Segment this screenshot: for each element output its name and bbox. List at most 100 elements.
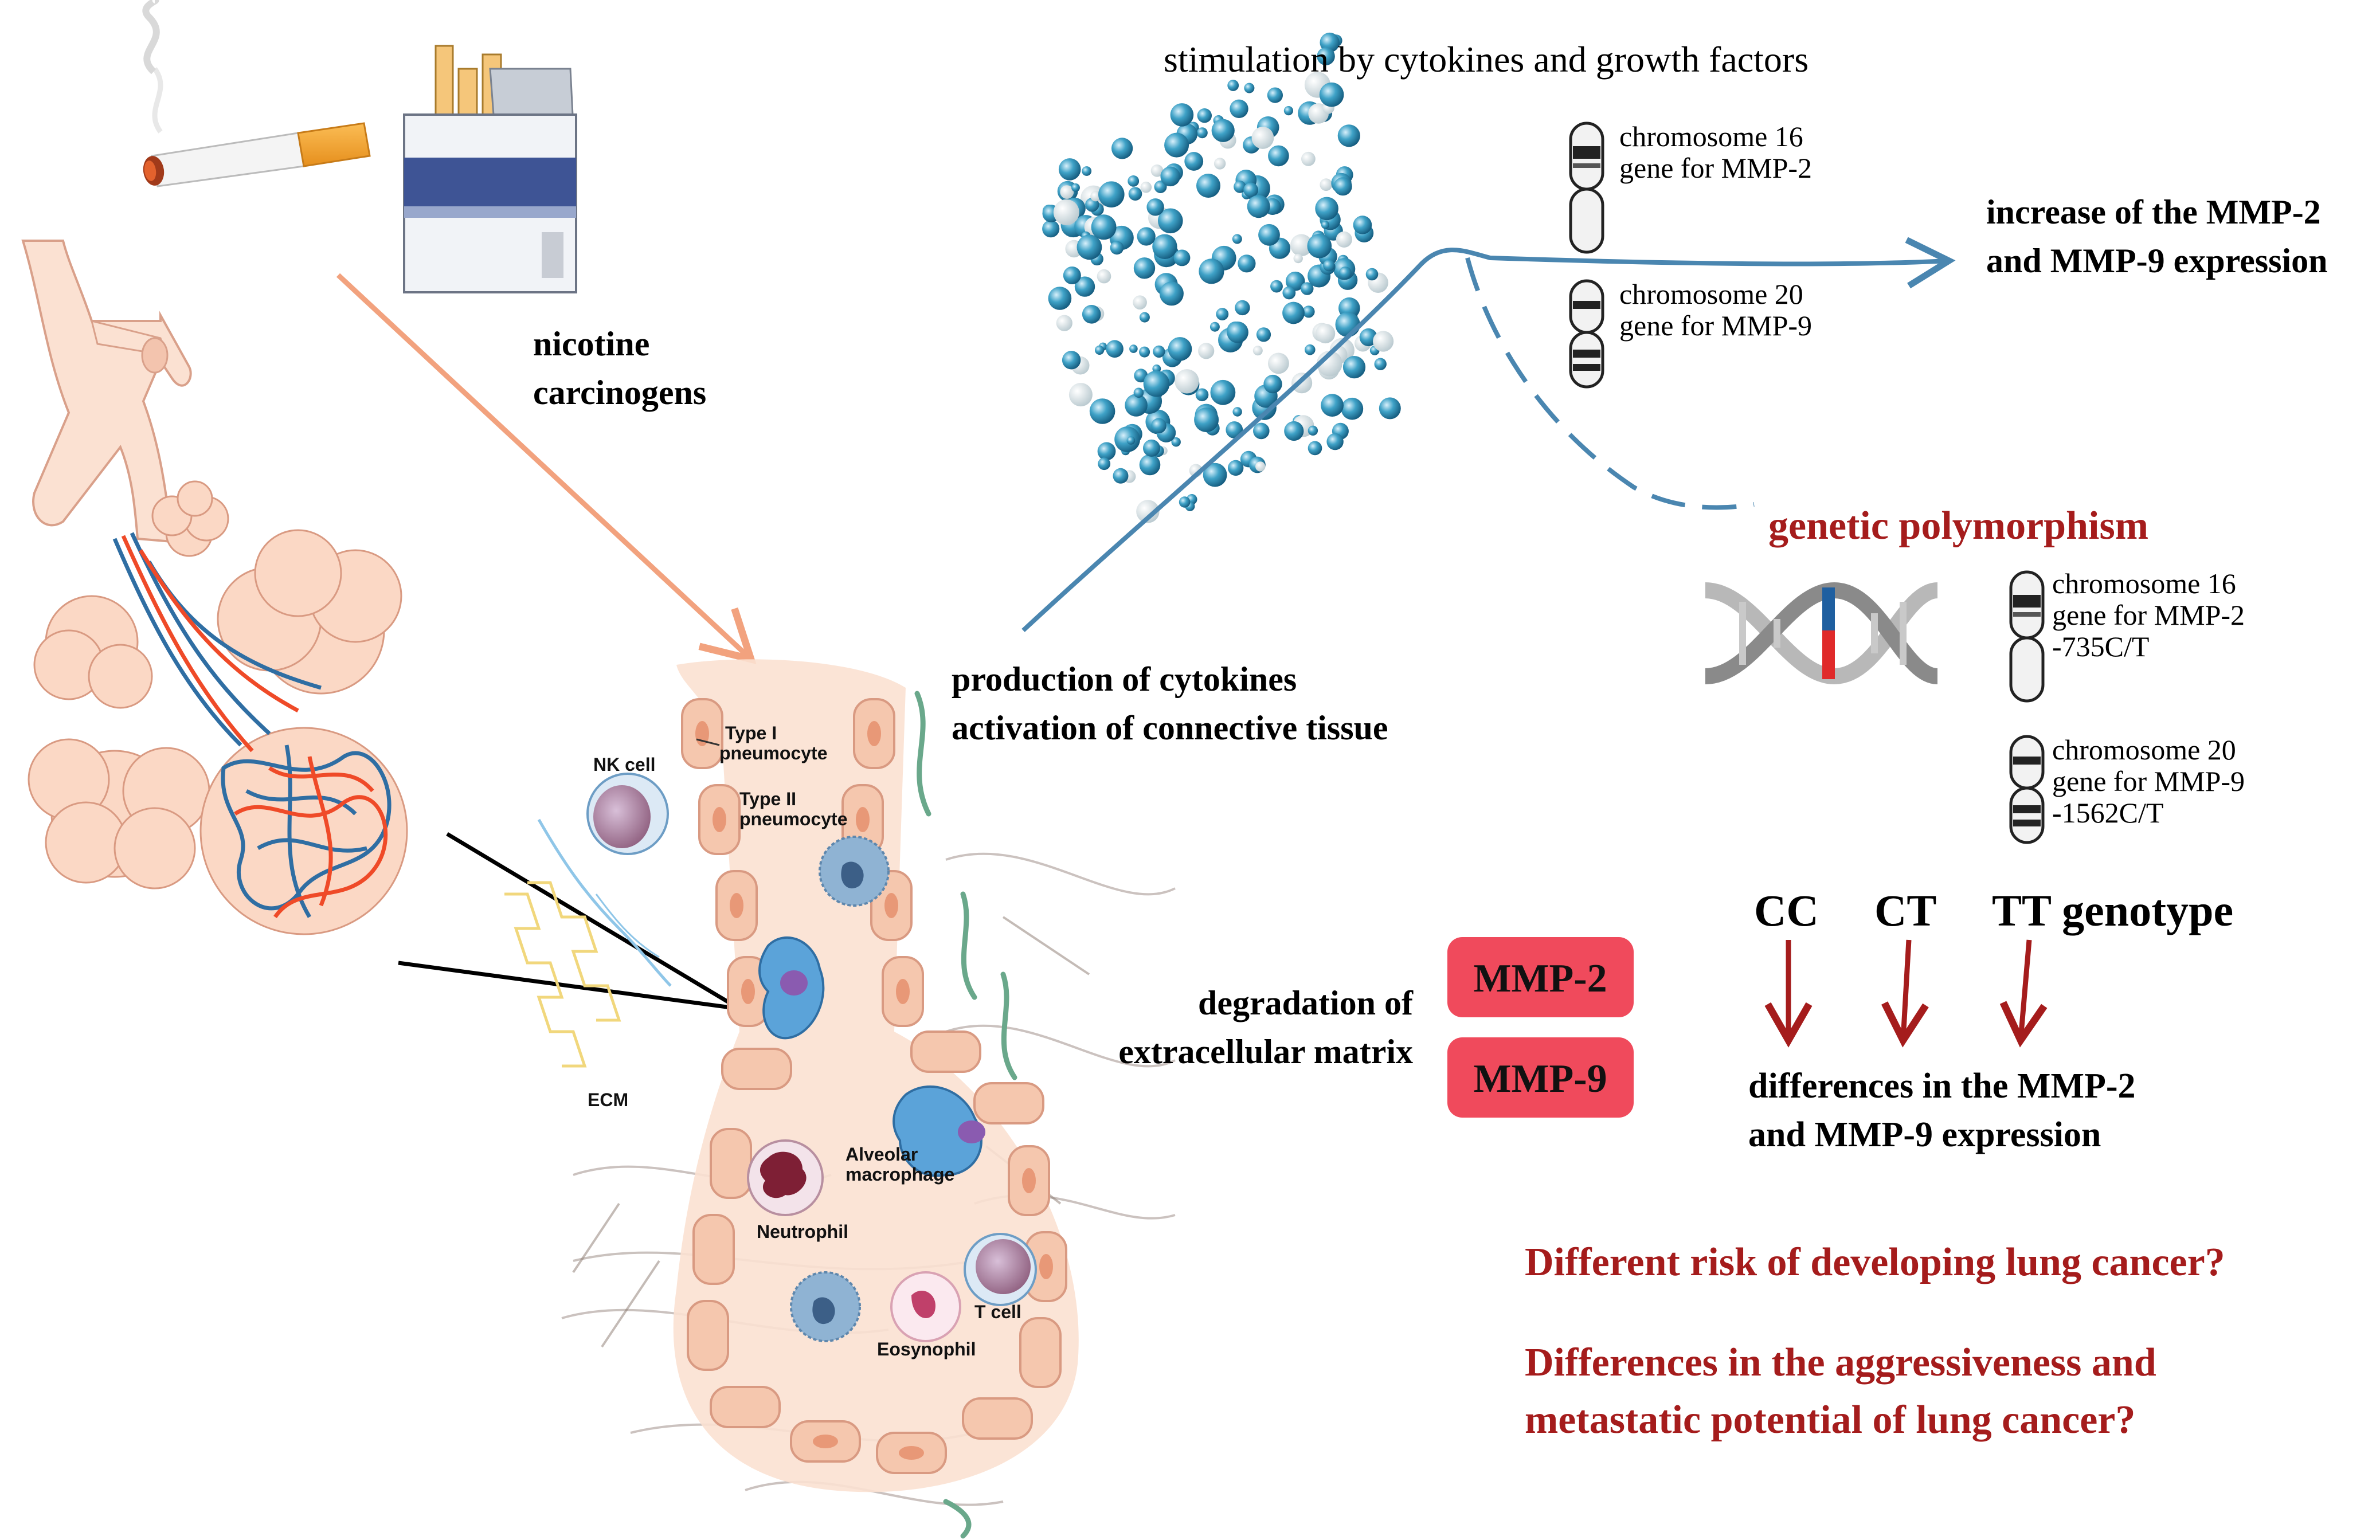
question-2-line1: Differences in the aggressiveness and [1525,1341,2156,1385]
particle [1098,457,1111,471]
particle [1195,388,1209,402]
particle [1305,344,1316,355]
particle [1263,374,1282,394]
polymorphism-dashed-line [1465,257,1755,510]
particle [1209,322,1220,332]
particle [1321,394,1344,417]
particle [1353,215,1372,234]
particle [1211,119,1235,142]
particle [1133,295,1147,309]
particle [1082,166,1092,176]
chrom20-poly-line2: gene for MMP-9 [2052,765,2245,797]
particle [1227,80,1239,91]
genotype-ct: CT [1874,885,1936,935]
particle [1179,496,1191,508]
particle [1302,305,1315,318]
particle [1253,422,1270,440]
particle [1125,394,1148,417]
particle [1063,267,1081,284]
particle [1152,234,1177,259]
particle [1301,282,1314,295]
particle [1341,397,1364,420]
particle [1365,268,1379,281]
differences-line2: and MMP-9 expression [1748,1115,2101,1154]
question-2-line2: metastatic potential of lung cancer? [1525,1398,2135,1442]
particle [1168,337,1192,361]
mmp9-label: MMP-9 [1473,1057,1607,1101]
particle [1173,249,1191,267]
particle [1283,106,1293,116]
particle [1308,425,1318,436]
particle [1170,103,1194,127]
chrom16-poly-line3: -735C/T [2052,630,2149,663]
tcell-label: T cell [974,1302,1021,1322]
zoom-line-lower [398,961,740,1011]
differences-line1: differences in the MMP-2 [1748,1067,2136,1106]
genotype-cc: CC [1754,885,1819,935]
particle [1113,468,1129,484]
particle [1228,460,1244,476]
particle [1150,164,1164,177]
ecm-label: ECM [588,1090,628,1110]
neutrophil-label: Neutrophil [757,1221,848,1242]
particle [1232,234,1242,244]
particle [1321,221,1330,229]
particle [1129,344,1138,353]
chrom16-top-line2: gene for MMP-2 [1619,152,1812,184]
particle [1243,182,1259,198]
type1-label-b: pneumocyte [719,743,827,763]
particle [1268,145,1289,167]
particle [1143,370,1170,397]
particle [1194,407,1219,432]
chrom20-poly-line1: chromosome 20 [2052,734,2236,766]
exposure-line2: carcinogens [533,374,706,412]
particle [1258,224,1280,246]
particle [1160,166,1180,187]
particle [1196,174,1220,198]
particle [1333,177,1352,196]
particle [1374,358,1387,370]
particle [1247,195,1270,218]
particle [1139,454,1161,476]
particle [1307,233,1332,258]
chrom20-poly-line3: -1562C/T [2052,797,2163,829]
particle [1133,257,1156,279]
particle [1238,254,1256,273]
particle [1210,379,1236,405]
particle [1106,340,1124,358]
particle [1315,197,1338,221]
alveolus-icon [504,659,1176,1539]
particle [1301,151,1316,166]
particle [1197,108,1212,123]
particle [1293,253,1303,264]
lungs-bronchi-icon [21,240,408,935]
cytokine-pathway-line [1021,237,1956,632]
cigarette-icon [142,0,371,187]
particle [1317,47,1335,65]
cigarette-pack-icon [403,45,577,293]
particle [1256,327,1271,342]
chromosome-icon [1569,122,2045,844]
type1-label: Type I [725,723,777,743]
eosinophil-label: Eosynophil [877,1339,976,1359]
particle [1227,322,1248,343]
particle [1133,387,1144,398]
production-line2: activation of connective tissue [952,709,1388,747]
particle [1214,158,1226,170]
mmp9-box [1447,1037,1634,1118]
particle [1139,312,1150,323]
particle [1071,183,1080,192]
degradation-line1: degradation of [1198,984,1414,1022]
particle [1252,346,1263,356]
particle [1284,421,1304,441]
particle [1042,220,1060,238]
particle [1126,436,1136,445]
particle [1308,441,1322,456]
chrom16-poly-line2: gene for MMP-2 [2052,599,2245,631]
particle [1058,158,1081,181]
particle [1143,439,1160,457]
chrom20-top-line1: chromosome 20 [1619,278,1803,310]
particle [1090,191,1101,202]
increase-line1: increase of the MMP-2 [1986,193,2321,231]
chrom16-poly-line1: chromosome 16 [2052,567,2236,599]
